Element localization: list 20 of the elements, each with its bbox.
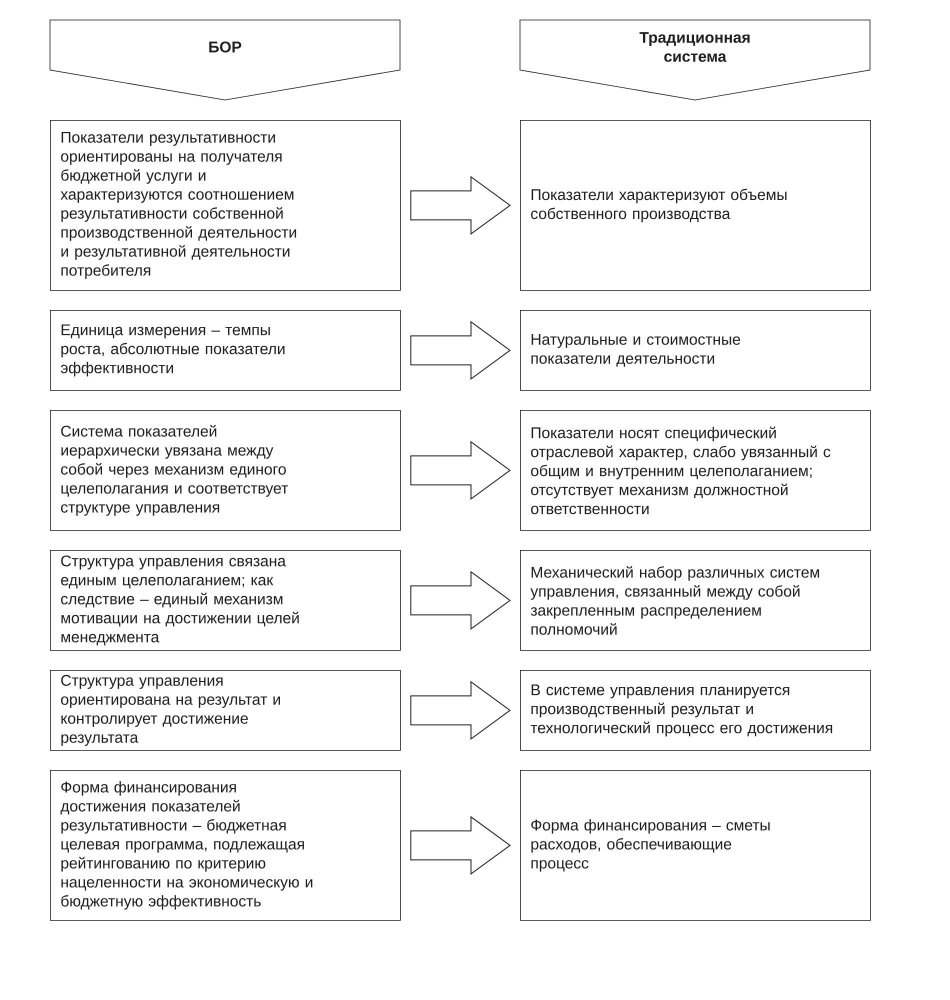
- text-box: Единица измерения – темпы роста, абсолютные показатели эффективности: [50, 310, 401, 391]
- text-box: Показатели носят специфический отраслевой характер, слабо увязанный с общим и внутренним целеполаганием; отсутствует механизм должностной ответственности: [520, 410, 871, 531]
- text-box: Натуральные и стоимостные показатели деятельности: [520, 310, 871, 391]
- block-arrow: [410, 440, 511, 500]
- block-arrow: [410, 816, 511, 875]
- text-box: Структура управления связана единым целеполаганием; как следствие – единый механизм мотивации на достижении целей менеджмента: [50, 550, 401, 651]
- text-box: Показатели результативности ориентированы на получателя бюджетной услуги и характеризуются соотношением результативности собственной производственной деятельности и результативной деятельности потребителя: [50, 120, 401, 291]
- header-banner: БОР: [50, 20, 400, 100]
- text-box: Форма финансирования – сметы расходов, обеспечивающие процесс: [520, 770, 871, 921]
- text-box: Механический набор различных систем управления, связанный между собой закрепленным распределением полномочий: [520, 550, 871, 651]
- block-arrow: [410, 680, 511, 740]
- block-arrow: [410, 570, 511, 630]
- block-arrow: [410, 320, 511, 380]
- text-box: Показатели характеризуют объемы собственного производства: [520, 120, 871, 291]
- block-arrow: [410, 176, 511, 235]
- header-banner: Традиционная система: [520, 20, 870, 100]
- text-box: Система показателей иерархически увязана между собой через механизм единого целеполагания и соответствует структуре управления: [50, 410, 401, 531]
- text-box: Форма финансирования достижения показателей результативности – бюджетная целевая программа, подлежащая рейтингованию по критерию нацеленности на экономическую и бюджетную эффективность: [50, 770, 401, 921]
- text-box: В системе управления планируется производственный результат и технологический процесс его достижения: [520, 670, 871, 751]
- text-box: Структура управления ориентирована на результат и контролирует достижение результата: [50, 670, 401, 751]
